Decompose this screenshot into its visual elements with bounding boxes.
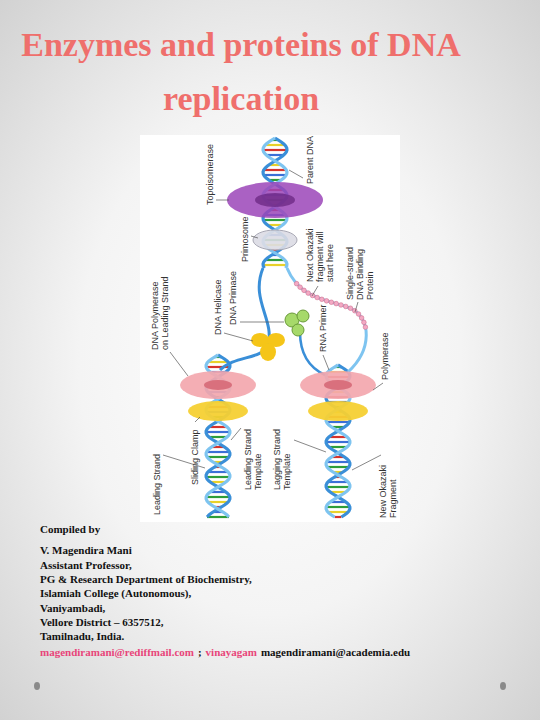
- figure-label: Polymerase: [380, 325, 390, 380]
- ssb-bead: [352, 308, 357, 313]
- author-info: Vaniyambadi,: [40, 602, 105, 615]
- base-pair: [327, 466, 349, 468]
- dna-helices: [206, 138, 350, 517]
- leader-line: [289, 170, 303, 178]
- leader-line: [216, 200, 229, 201]
- author-info: PG & Research Department of Biochemistry…: [40, 573, 252, 586]
- figure-label: DNA Helicase: [213, 273, 223, 335]
- leader-line: [312, 286, 318, 296]
- leader-lines: [163, 170, 383, 470]
- base-pair: [263, 149, 287, 151]
- ssb-bead: [329, 300, 334, 305]
- primase-shape: [292, 324, 304, 336]
- ssb-bead: [343, 304, 348, 309]
- ssb-bead: [359, 316, 364, 321]
- base-pair: [264, 174, 287, 176]
- email-address: magendiramani@rediffmail.com: [40, 646, 194, 659]
- figure-label: DNA Primase: [228, 265, 238, 325]
- figure-label: Topoisomerase: [205, 135, 215, 205]
- base-pair: [206, 431, 230, 433]
- email-address: vinayagam: [206, 646, 257, 659]
- ssb-bead: [298, 285, 303, 290]
- leader-line: [170, 352, 188, 376]
- leader-line: [251, 236, 258, 238]
- author-info: Tamilnadu, India.: [40, 630, 124, 643]
- author-info: Vellore District – 6357512,: [40, 616, 163, 629]
- primase-shape: [297, 310, 309, 322]
- leader-line: [240, 322, 284, 323]
- leader-line: [224, 333, 253, 341]
- leader-line: [231, 428, 241, 440]
- ssb-bead: [363, 325, 368, 330]
- figure-label: Single-strand DNA Binding Protein: [345, 236, 375, 300]
- base-pair: [326, 506, 350, 508]
- leader-line: [373, 383, 383, 390]
- leader-line: [294, 440, 326, 452]
- base-pair: [263, 219, 286, 221]
- ssb-bead: [348, 306, 353, 311]
- base-pair: [335, 516, 342, 518]
- sliding-clamp: [188, 401, 248, 421]
- ssb-bead: [302, 288, 307, 293]
- ssb-bead: [320, 297, 325, 302]
- page-title: Enzymes and proteins of DNA replication: [21, 18, 461, 126]
- polymerase-hole: [324, 380, 352, 390]
- base-pair: [264, 169, 287, 171]
- ssb-bead: [356, 312, 361, 317]
- figure-label: DNA Polymerase on Leading Strand: [150, 274, 170, 350]
- leader-line: [195, 417, 200, 422]
- ssb-bead: [306, 291, 311, 296]
- base-pair: [326, 421, 349, 423]
- polymerase-ring: [180, 371, 256, 399]
- figure-label: Next Okazaki fragment will start here: [305, 220, 335, 282]
- primosome-shape: [253, 230, 297, 250]
- base-pair: [207, 516, 229, 518]
- author-info: Assistant Professor,: [40, 559, 132, 572]
- figure-ground: [140, 135, 400, 522]
- polymerase-ring: [300, 371, 376, 399]
- base-pair: [206, 476, 230, 478]
- base-pair: [326, 461, 349, 463]
- sliding-clamp: [308, 401, 368, 421]
- helicase-shape: [260, 343, 276, 361]
- figure-label: Sliding Clamp: [190, 415, 200, 485]
- ssb-bead: [294, 281, 299, 286]
- base-pair: [326, 441, 350, 443]
- topoisomerase-shape: [227, 182, 323, 218]
- figure-label: Parent DNA: [305, 124, 315, 184]
- figure-label: Leading Strand: [152, 445, 162, 515]
- base-pair: [326, 486, 350, 488]
- ssb-bead: [315, 295, 320, 300]
- author-info: Compiled by: [40, 523, 100, 536]
- figure-label: RNA Primer: [318, 297, 328, 352]
- corner-dot: [34, 682, 40, 690]
- email-address: magendiramani@academia.edu: [261, 646, 410, 659]
- ssb-bead: [362, 320, 367, 325]
- separator: ;: [198, 646, 202, 659]
- polymerase-hole: [204, 380, 232, 390]
- topoisomerase-hole: [255, 193, 295, 207]
- figure-label: Primosome: [240, 207, 250, 262]
- figure-label: Leading Strand Template: [243, 420, 263, 490]
- base-pair: [206, 451, 229, 453]
- author-info: V. Magendira Mani: [40, 544, 132, 557]
- base-pair: [263, 264, 287, 266]
- author-info: Islamiah College (Autonomous),: [40, 587, 191, 600]
- figure-label: Lagging Strand Template: [272, 420, 292, 490]
- base-pair: [206, 496, 230, 498]
- leader-line: [352, 455, 381, 470]
- leader-line: [323, 355, 329, 370]
- ssb-bead: [334, 301, 339, 306]
- leader-line: [355, 302, 358, 312]
- ssb-bead: [324, 299, 329, 304]
- figure-label: New Okazaki Fragment: [378, 458, 398, 518]
- ssb-bead: [339, 303, 344, 308]
- corner-dot: [500, 682, 506, 690]
- base-pair: [207, 456, 229, 458]
